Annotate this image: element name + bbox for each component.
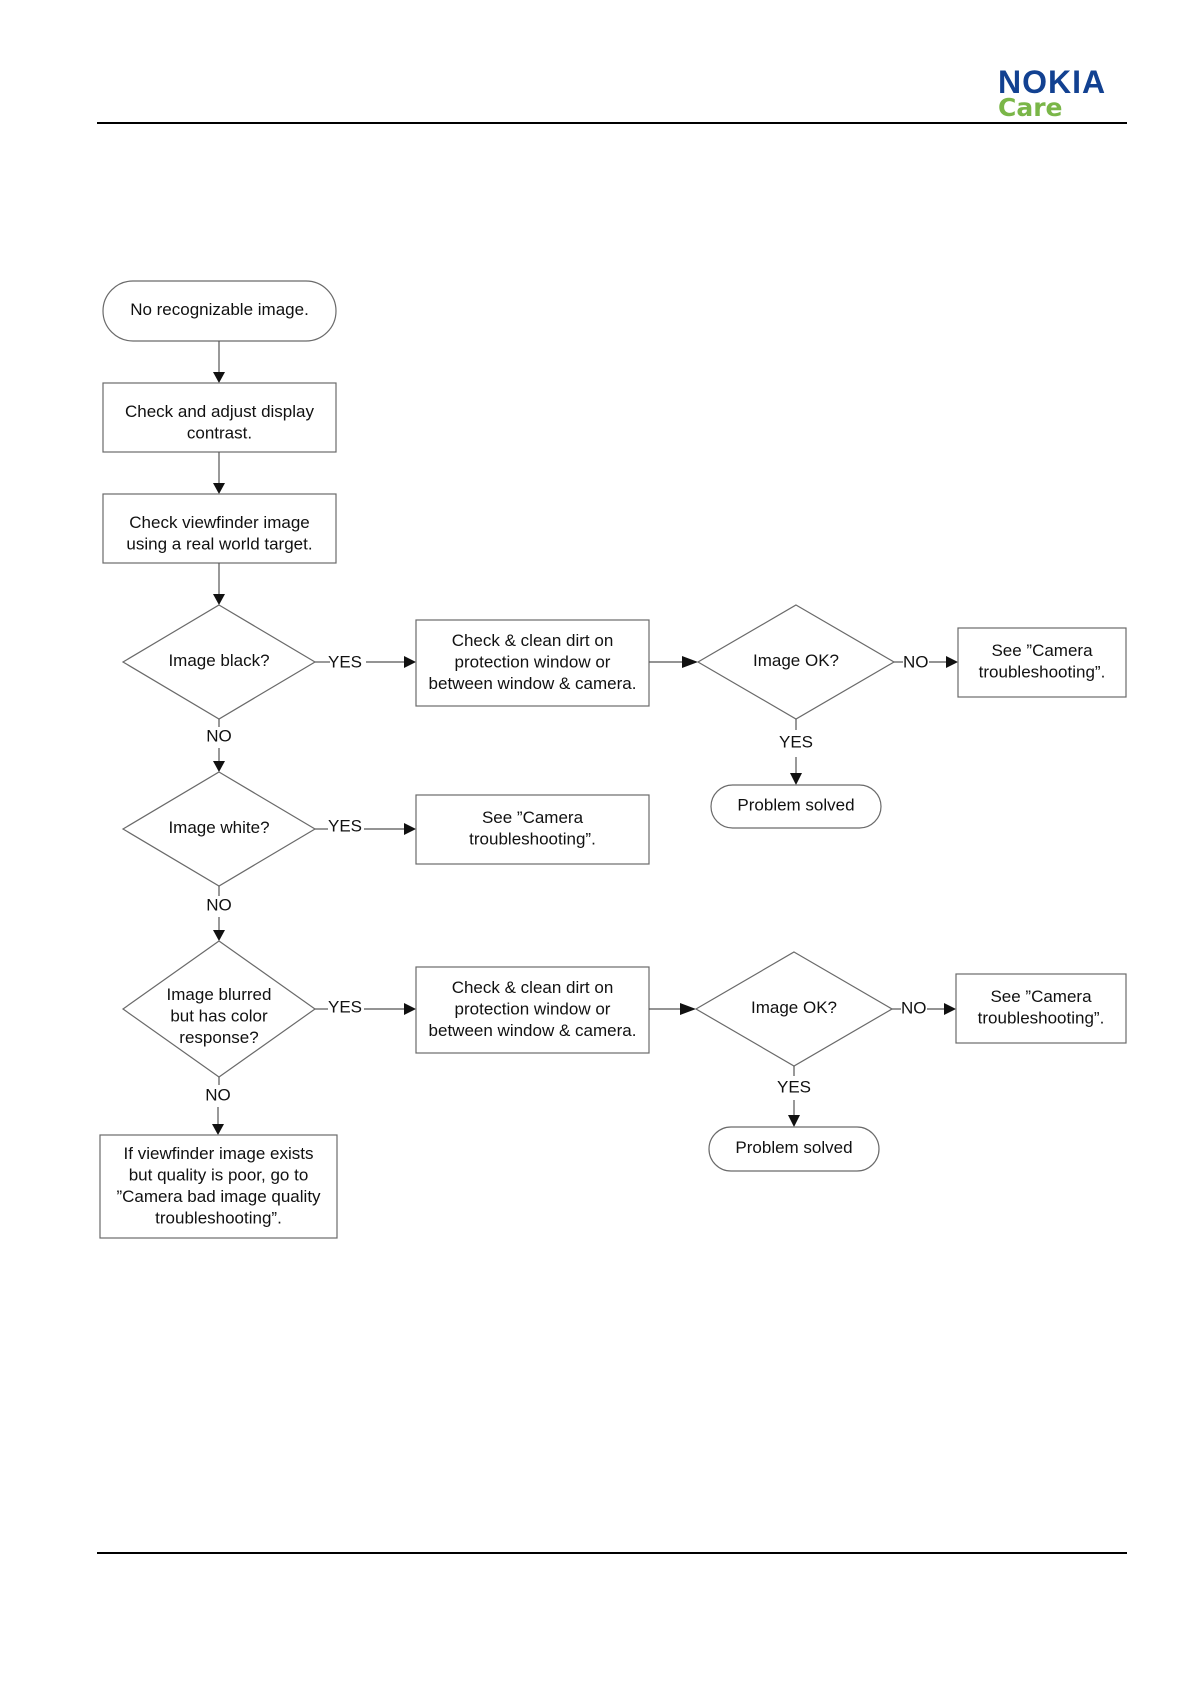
arrowhead (213, 930, 225, 941)
arrowhead (404, 823, 416, 835)
arrowhead (790, 773, 802, 785)
step-see-camera-2: See ”Camera troubleshooting”. (415, 794, 650, 865)
start-label: No recognizable image. (130, 300, 309, 319)
text-line: but has color (170, 1007, 268, 1026)
sub-brand-wordmark: Care (998, 93, 1063, 122)
decision-image-white: Image white? (121, 771, 317, 887)
text-line: between window & camera. (429, 1021, 637, 1040)
text-line: Check and adjust display (125, 402, 315, 421)
step-label: Check & clean dirt on protection window o… (429, 631, 637, 693)
arrowhead (946, 656, 958, 668)
step-check-viewfinder: Check viewfinder image using a real world… (102, 493, 337, 564)
arrowhead (212, 1124, 224, 1135)
decision-label: Image OK? (751, 998, 837, 1017)
text-line: Image black? (168, 651, 269, 670)
text-line: troubleshooting”. (979, 663, 1106, 682)
text-line: Check & clean dirt on (452, 978, 614, 997)
text-line: Image blurred (167, 985, 272, 1004)
yes-label: YES (328, 816, 362, 835)
text-line: ”Camera bad image quality (116, 1187, 321, 1206)
step-see-camera-3: See ”Camera troubleshooting”. (955, 973, 1127, 1044)
step-clean-window-2: Check & clean dirt on protection window o… (415, 966, 650, 1054)
terminator-label: Problem solved (737, 796, 854, 815)
decision-label: Image black? (168, 651, 269, 670)
terminator-problem-solved-2: Problem solved (708, 1126, 880, 1172)
arrowhead (213, 483, 225, 494)
arrowhead (680, 1003, 696, 1015)
text-line: between window & camera. (429, 674, 637, 693)
step-adjust-contrast: Check and adjust display contrast. (102, 382, 337, 453)
text-line: protection window or (455, 653, 611, 672)
step-label: If viewfinder image exists but quality is… (116, 1144, 321, 1228)
arrowhead (213, 594, 225, 605)
footer-rule (97, 1552, 1127, 1554)
text-line: Problem solved (735, 1138, 852, 1157)
text-line: contrast. (187, 424, 252, 443)
text-line: See ”Camera (991, 641, 1093, 660)
decision-image-blurred: Image blurred but has color response? (121, 940, 317, 1078)
text-line: troubleshooting”. (155, 1209, 282, 1228)
arrowhead (404, 1003, 416, 1015)
no-label: NO (206, 895, 232, 914)
text-line: Problem solved (737, 796, 854, 815)
text-line: Image OK? (753, 651, 839, 670)
step-see-camera-1: See ”Camera troubleshooting”. (957, 627, 1127, 698)
arrowhead (944, 1003, 956, 1015)
text-line: Image white? (168, 818, 269, 837)
arrowhead (404, 656, 416, 668)
step-label: Check and adjust display contrast. (125, 402, 315, 443)
no-label: NO (205, 1085, 231, 1104)
terminator-problem-solved-1: Problem solved (710, 784, 882, 829)
arrowhead (682, 656, 698, 668)
arrowhead (213, 372, 225, 383)
text-line: No recognizable image. (130, 300, 309, 319)
text-line: Image OK? (751, 998, 837, 1017)
decision-image-ok-1: Image OK? (696, 604, 896, 720)
text-line: response? (179, 1028, 258, 1047)
decision-label: Image white? (168, 818, 269, 837)
yes-label: YES (779, 732, 813, 751)
decision-label: Image blurred but has color response? (167, 985, 272, 1047)
decision-image-ok-2: Image OK? (694, 951, 894, 1067)
yes-label: YES (328, 997, 362, 1016)
arrowhead (213, 761, 225, 772)
text-line: but quality is poor, go to (129, 1166, 309, 1185)
step-label: See ”Camera troubleshooting”. (978, 987, 1105, 1028)
text-line: If viewfinder image exists (124, 1144, 314, 1163)
text-line: See ”Camera (990, 987, 1092, 1006)
text-line: protection window or (455, 1000, 611, 1019)
no-label: NO (901, 998, 927, 1017)
decision-image-black: Image black? (121, 604, 317, 720)
text-line: See ”Camera (482, 808, 584, 827)
text-line: Check & clean dirt on (452, 631, 614, 650)
step-poor-quality: If viewfinder image exists but quality is… (99, 1134, 338, 1239)
step-clean-window-1: Check & clean dirt on protection window o… (415, 619, 650, 707)
step-label: See ”Camera troubleshooting”. (979, 641, 1106, 682)
arrowhead (788, 1115, 800, 1127)
start-terminator: No recognizable image. (102, 280, 337, 342)
text-line: troubleshooting”. (978, 1009, 1105, 1028)
brand-wordmark: NOKIA (998, 64, 1107, 100)
no-label: NO (903, 652, 929, 671)
header-rule (97, 122, 1127, 124)
yes-label: YES (328, 652, 362, 671)
text-line: troubleshooting”. (469, 830, 596, 849)
terminator-label: Problem solved (735, 1138, 852, 1157)
text-line: using a real world target. (126, 535, 312, 554)
no-label: NO (206, 726, 232, 745)
decision-label: Image OK? (753, 651, 839, 670)
yes-label: YES (777, 1077, 811, 1096)
text-line: Check viewfinder image (129, 513, 309, 532)
step-label: See ”Camera troubleshooting”. (469, 808, 596, 849)
step-label: Check viewfinder image using a real world… (126, 513, 312, 554)
step-label: Check & clean dirt on protection window o… (429, 978, 637, 1040)
